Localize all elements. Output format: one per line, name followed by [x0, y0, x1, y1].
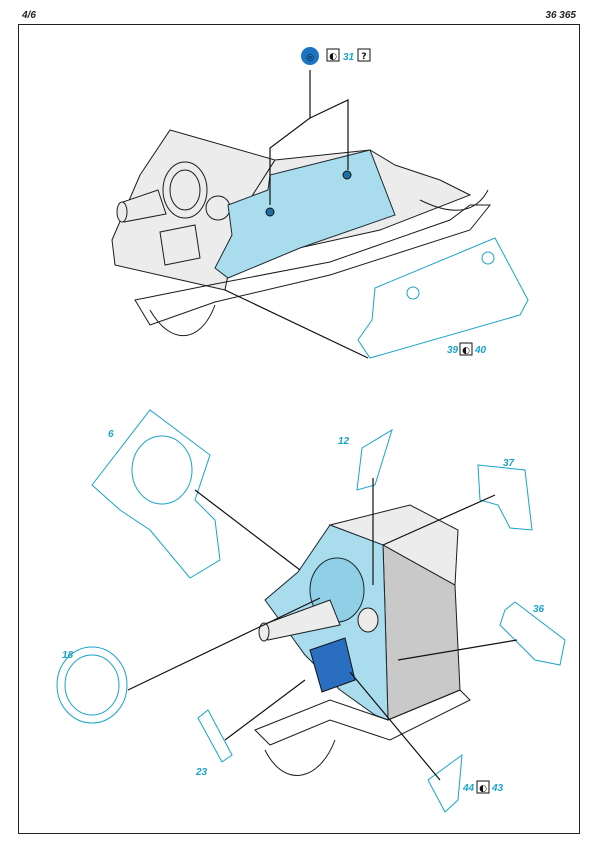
page-frame — [18, 24, 580, 834]
label-part-39: 39 — [447, 345, 459, 356]
label-part-43: 43 — [491, 783, 504, 794]
top-track-curve-rear — [419, 189, 489, 211]
bottom-bend-symbol-39-box — [459, 342, 473, 356]
part-44-plate — [427, 753, 463, 813]
part-36-plate — [499, 601, 566, 666]
part-23-plate — [197, 709, 233, 763]
kit-code: 36 365 — [545, 10, 576, 21]
top-bend-symbol-box — [326, 48, 340, 62]
page-number: 4/6 — [22, 10, 36, 21]
part-12-plate — [356, 428, 393, 491]
svg-text:◎: ◎ — [306, 53, 314, 63]
leader-part-36 — [397, 639, 518, 661]
top-bend-symbol: ◐ — [329, 52, 337, 62]
top-installed-armor-plate — [214, 149, 396, 279]
leader-part-37 — [382, 494, 496, 546]
bend-symbol-44: ◐ — [479, 784, 487, 794]
top-vehicle-drawing — [111, 129, 492, 337]
top-unknown-symbol-box — [357, 48, 371, 62]
bottom-track-fender — [254, 689, 471, 746]
label-part-23: 23 — [195, 767, 208, 778]
part-39-40-hole-2 — [406, 286, 420, 300]
bottom-track-curve — [264, 739, 336, 776]
label-part-44: 44 — [462, 783, 475, 794]
label-part-6: 6 — [108, 429, 114, 440]
part-18-ring-inner — [64, 654, 120, 716]
label-part-36: 36 — [533, 604, 545, 615]
bend-symbol-39: ◐ — [462, 346, 470, 356]
top-leader-31-right — [309, 99, 349, 170]
top-plate-hole-right — [342, 170, 352, 180]
bottom-blue-box — [309, 637, 356, 693]
top-gun — [116, 161, 208, 223]
part-39-40-plate — [357, 237, 529, 359]
leader-part-23 — [224, 679, 306, 741]
label-part-12: 12 — [338, 436, 350, 447]
bend-symbol-44-box — [476, 780, 490, 794]
part-39-40-hole — [481, 251, 495, 265]
bottom-gun-muzzle — [258, 622, 270, 642]
top-track-curve — [149, 304, 216, 337]
part-6-ring — [131, 435, 193, 505]
label-part-18: 18 — [62, 650, 74, 661]
label-part-37: 37 — [503, 458, 515, 469]
top-drill-symbol: ◎ — [301, 47, 319, 65]
top-plate-hole-left — [265, 207, 275, 217]
bottom-vehicle-drawing — [254, 504, 471, 776]
top-box — [159, 224, 201, 266]
label-part-40: 40 — [474, 345, 487, 356]
bottom-periscope — [357, 607, 379, 633]
top-leader-31-left — [269, 70, 311, 205]
top-track-fender — [134, 204, 492, 326]
leader-part-18 — [127, 597, 321, 691]
part-37-plate — [477, 464, 533, 531]
top-periscope — [205, 195, 231, 221]
top-unknown-symbol: ? — [361, 52, 366, 62]
top-leader-39 — [224, 289, 369, 359]
leader-part-6 — [194, 489, 301, 571]
leader-part-44 — [349, 671, 441, 781]
label-part-31: 31 — [343, 52, 355, 63]
